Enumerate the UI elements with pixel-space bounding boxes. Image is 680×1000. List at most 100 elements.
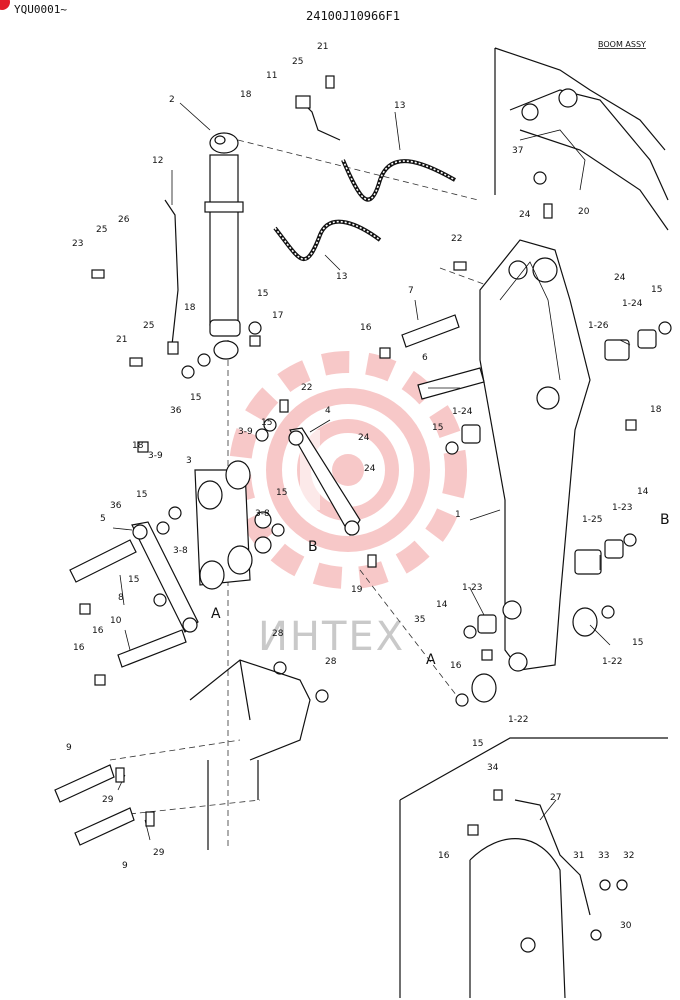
watermark-text: ИНТЕХ (258, 614, 405, 660)
part-label: 15 (472, 739, 483, 749)
link-part-5 (131, 521, 199, 633)
part-label: 18 (132, 441, 144, 451)
hose-13 (273, 159, 456, 262)
part-label: 15 (257, 289, 268, 299)
lower-bracket (189, 659, 311, 850)
ref-mark: A (211, 606, 221, 622)
part-label: 18 (184, 303, 196, 313)
part-label: 15 (651, 285, 662, 295)
part-label: 3 (186, 456, 192, 466)
part-label: 16 (73, 643, 85, 653)
part-label: 1-24 (452, 407, 473, 417)
part-label: 12 (152, 156, 163, 166)
part-label: 31 (573, 851, 584, 861)
part-label: 15 (432, 423, 443, 433)
bushings-washers (153, 171, 672, 707)
part-label: 36 (110, 501, 122, 511)
part-label: 11 (266, 71, 277, 81)
part-label: 15 (632, 638, 643, 648)
part-label: 21 (317, 42, 328, 52)
boom-assy-outline (494, 47, 669, 231)
part-label: 1-25 (582, 515, 602, 525)
part-label: 1-23 (462, 583, 482, 593)
corner-badge-icon (0, 0, 10, 10)
part-label: 24 (364, 464, 376, 474)
part-label: 13 (394, 101, 405, 111)
part-label: 3-8 (173, 546, 188, 556)
part-label: 29 (102, 795, 114, 805)
part-label: 27 (550, 793, 561, 803)
part-label: 33 (598, 851, 609, 861)
part-label: 35 (414, 615, 425, 625)
part-label: 29 (153, 848, 165, 858)
part-label: 5 (100, 514, 106, 524)
part-label: 37 (512, 146, 523, 156)
part-label: 25 (143, 321, 154, 331)
pins (54, 314, 485, 846)
part-label: 22 (301, 383, 312, 393)
part-label: 10 (110, 616, 122, 626)
part-label: 9 (66, 743, 72, 753)
part-label: 21 (116, 335, 127, 345)
part-label: 23 (72, 239, 83, 249)
leader-lines (112, 102, 631, 841)
part-label: 24 (358, 433, 370, 443)
part-label: 13 (336, 272, 347, 282)
part-label: 4 (325, 406, 331, 416)
part-label: 9 (122, 861, 128, 871)
part-label: 32 (623, 851, 634, 861)
part-label: 18 (240, 90, 252, 100)
ref-mark: A (426, 652, 436, 668)
part-label: 24 (519, 210, 531, 220)
part-label: 1-26 (588, 321, 609, 331)
part-label: 16 (438, 851, 450, 861)
part-label: 3-8 (255, 509, 270, 519)
part-label: 6 (422, 353, 428, 363)
part-label: 28 (325, 657, 337, 667)
part-label: 15 (128, 575, 139, 585)
part-label: 20 (578, 207, 590, 217)
part-label: 19 (351, 585, 363, 595)
main-arm-part-1 (479, 239, 591, 672)
part-label: 14 (637, 487, 649, 497)
part-label: 15 (276, 488, 287, 498)
pipe-assembly (164, 95, 341, 355)
part-label: 15 (190, 393, 201, 403)
part-label: 1 (455, 510, 461, 520)
part-label: 24 (614, 273, 626, 283)
part-label: 30 (620, 921, 632, 931)
header-code: YQU0001~ (14, 3, 67, 16)
part-label: 1-22 (508, 715, 528, 725)
part-label: 16 (450, 661, 462, 671)
part-label: 25 (292, 57, 303, 67)
part-label: 17 (272, 311, 283, 321)
part-label: 1-24 (622, 299, 643, 309)
watermark-gear-icon (229, 351, 467, 589)
reference-marks: A A B B (211, 512, 670, 668)
ref-mark: B (660, 512, 670, 528)
bolts-fittings (79, 75, 637, 836)
part-label: 34 (487, 763, 499, 773)
part-label: 1-22 (602, 657, 622, 667)
part-label: 18 (650, 405, 662, 415)
inset-detail (399, 737, 668, 999)
part-label: 28 (272, 629, 284, 639)
assembly-label: BOOM ASSY (598, 40, 646, 49)
part-label: 16 (92, 626, 104, 636)
drawing-number: 24100J10966F1 (306, 9, 400, 23)
hydraulic-cylinder-part-2 (204, 132, 244, 360)
part-label: 3-9 (148, 451, 163, 461)
part-label: 7 (408, 286, 414, 296)
part-number-labels: 21 25 11 18 2 13 12 26 25 23 18 15 17 21… (66, 42, 662, 931)
part-label: 1-23 (612, 503, 632, 513)
part-label: 26 (118, 215, 130, 225)
part-label: 22 (451, 234, 462, 244)
part-label: 15 (136, 490, 147, 500)
link-part-3 (194, 460, 253, 590)
part-label: 15 (261, 418, 272, 428)
part-label: 16 (360, 323, 372, 333)
part-label: 8 (118, 593, 124, 603)
ref-mark: B (308, 539, 318, 555)
